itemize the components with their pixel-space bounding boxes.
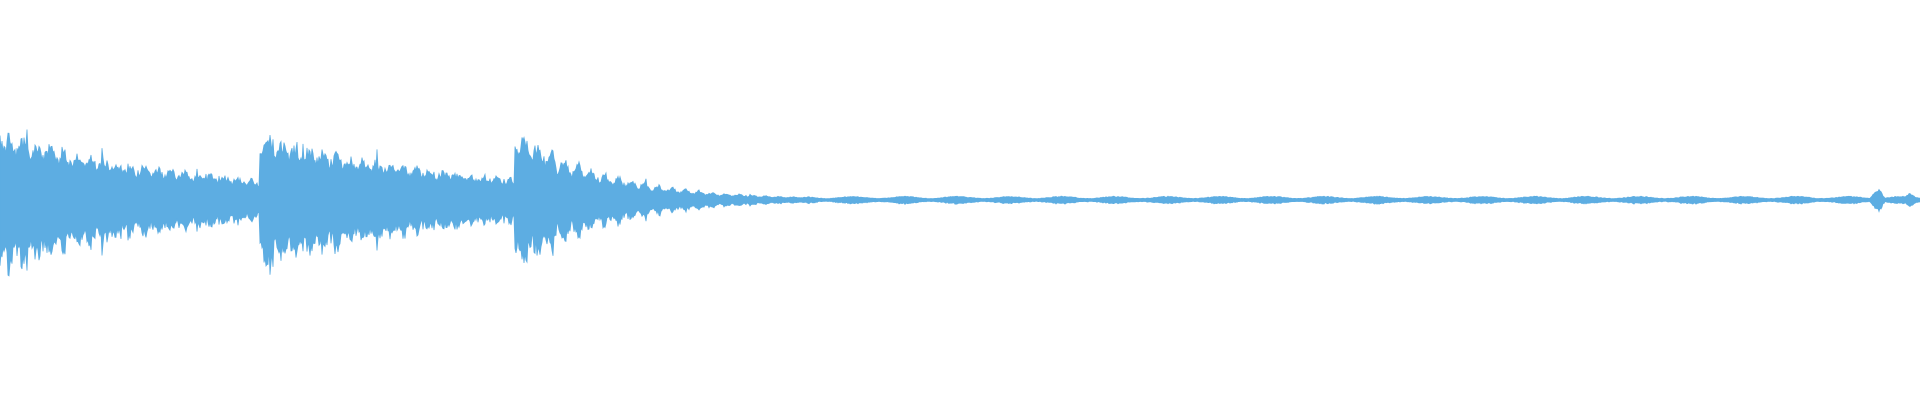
waveform-envelope — [0, 129, 1920, 277]
